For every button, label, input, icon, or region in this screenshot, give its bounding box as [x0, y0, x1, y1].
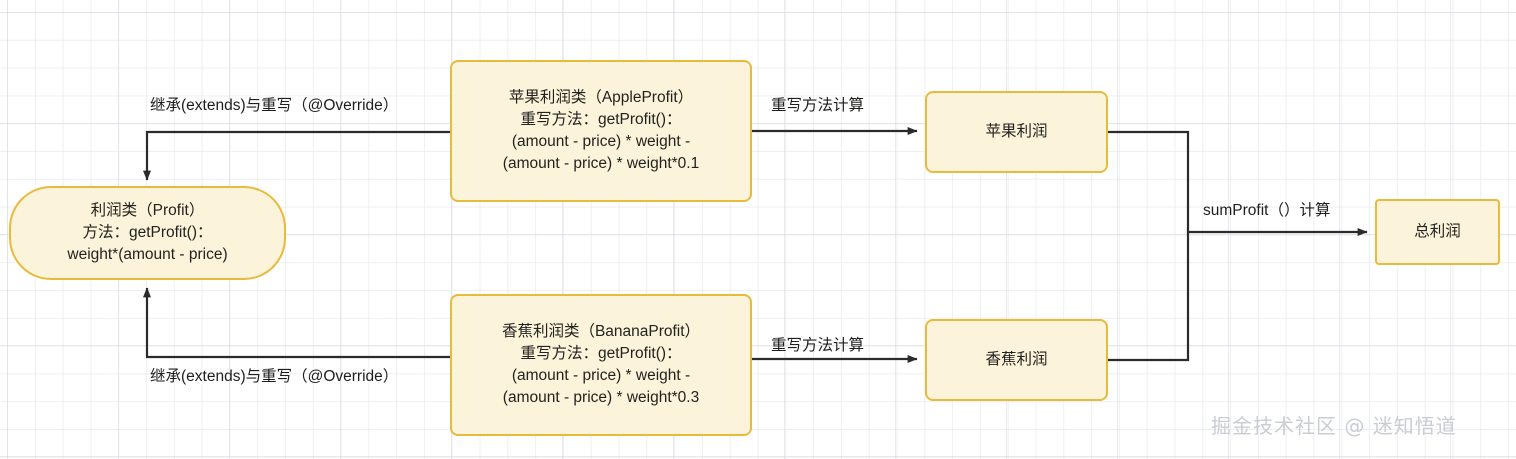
node-banana-profit-class[interactable]: 香蕉利润类（BananaProfit） 重写方法：getProfit()： (a…	[450, 294, 752, 436]
edge-label-apple-compute: 重写方法计算	[771, 97, 865, 114]
connector-banana-extends	[143, 287, 450, 359]
node-apple-profit-result[interactable]: 苹果利润	[925, 91, 1108, 173]
edge-label-banana-compute: 重写方法计算	[771, 337, 865, 354]
connector-banana-to-bus	[1108, 232, 1190, 362]
watermark: 掘金技术社区 @ 迷知悟道	[1211, 414, 1457, 438]
edge-label-sum-profit: sumProfit（）计算	[1203, 202, 1331, 219]
node-apple-profit-class[interactable]: 苹果利润类（AppleProfit） 重写方法：getProfit()： (am…	[450, 60, 752, 202]
connector-apple-extends	[143, 130, 450, 181]
edge-label-banana-extends: 继承(extends)与重写（@Override）	[150, 368, 399, 385]
node-profit-class[interactable]: 利润类（Profit） 方法：getProfit()： weight*(amou…	[9, 186, 286, 280]
node-banana-profit-result[interactable]: 香蕉利润	[925, 319, 1108, 401]
node-total-profit[interactable]: 总利润	[1375, 199, 1500, 265]
connector-apple-to-bus	[1108, 130, 1190, 232]
edge-label-apple-extends: 继承(extends)与重写（@Override）	[150, 97, 399, 114]
